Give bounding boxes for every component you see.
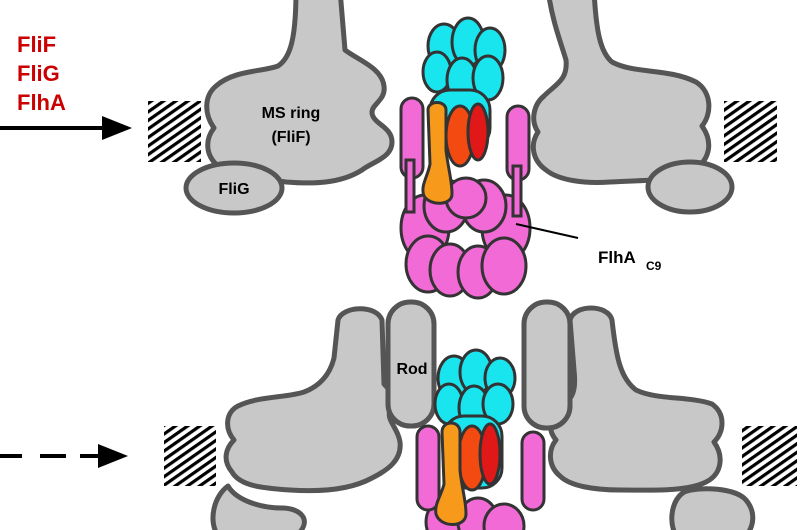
legend: FliF FliG FlhA	[17, 32, 66, 115]
ms-ring-label: MS ring	[262, 105, 321, 122]
membrane-hatch-right-top	[724, 101, 777, 162]
ms-ring-left-top	[183, 0, 395, 216]
flha-tm-top	[399, 96, 531, 218]
rod-left	[385, 299, 437, 429]
ms-ring-right-bottom	[547, 305, 756, 530]
membrane-hatch-left-bottom	[164, 426, 216, 486]
export-gate-subunits-bottom	[434, 421, 502, 526]
flha-subscript: C9	[646, 259, 662, 273]
ms-ring-sublabel: (FliF)	[271, 129, 310, 146]
dashed-arrow	[0, 444, 128, 468]
flha-leader-line	[515, 223, 579, 239]
ms-ring-right-top	[530, 0, 735, 215]
membrane-hatch-left-top	[148, 101, 201, 162]
legend-item-flig: FliG	[17, 61, 60, 86]
legend-item-flif: FliF	[17, 32, 56, 57]
legend-item-flha: FlhA	[17, 90, 66, 115]
solid-arrow	[0, 116, 132, 140]
export-gate-subunits-top	[421, 101, 490, 205]
rod-right	[521, 299, 573, 431]
membrane-hatch-right-bottom	[742, 426, 797, 486]
rod-label: Rod	[396, 361, 427, 378]
flig-label: FliG	[218, 181, 249, 198]
flha-label: FlhA	[598, 248, 636, 267]
flha-ring-top	[399, 176, 532, 300]
ms-ring-left-bottom	[210, 306, 403, 530]
flha-tm-bottom	[415, 424, 546, 512]
